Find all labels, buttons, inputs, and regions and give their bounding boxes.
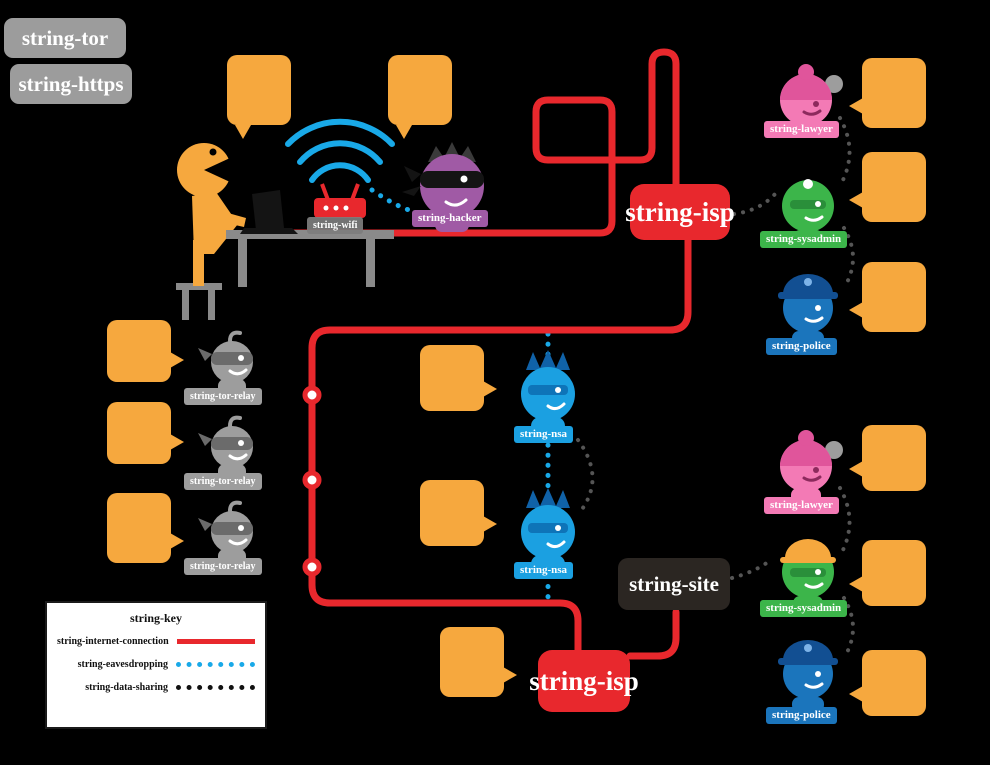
callout-tor-relay-1 [107,320,184,382]
police-bottom-label: string-police [766,707,837,724]
isp-bottom-label: string-isp [529,665,639,696]
callout-lawyer-top [849,58,926,128]
police-top-label: string-police [766,338,837,355]
legend-box: string-key string-internet-connection st… [45,601,267,729]
lawyer-bottom-label: string-lawyer [764,497,839,514]
lawyer-top-label: string-lawyer [764,121,839,138]
legend-row-data-sharing: string-data-sharing [57,682,255,693]
callout-sysadmin-bottom [849,540,926,606]
data-sharing-line [838,486,852,554]
isp-node-bottom[interactable]: string-isp [529,650,639,712]
https-toggle-button[interactable]: string-https [10,64,132,104]
callout-nsa-bottom [420,480,497,546]
tor-relay-3-label: string-tor-relay [184,558,262,575]
legend-row-eavesdropping: string-eavesdropping [57,659,255,670]
site-label: string-site [629,571,719,596]
data-sharing-line-sample [175,685,255,690]
tor-toggle-button[interactable]: string-tor [4,18,126,58]
legend-data-sharing-label: string-data-sharing [85,682,168,693]
legend-eavesdropping-label: string-eavesdropping [77,659,168,670]
eavesdropping-line [369,187,419,215]
callout-user [227,55,291,139]
isp-node-top[interactable]: string-isp [625,184,735,240]
tor-relay-node [302,557,322,577]
tor-relay-figure[interactable] [196,500,255,568]
callout-sysadmin-top [849,152,926,222]
data-sharing-line [838,116,852,184]
callout-lawyer-bottom [849,425,926,491]
tor-relay-1-label: string-tor-relay [184,388,262,405]
sysadmin-top-label: string-sysadmin [760,231,848,248]
isp-top-label: string-isp [625,196,735,227]
site-node[interactable]: string-site [618,558,730,610]
tor-relay-2-label: string-tor-relay [184,473,262,490]
callout-police-top [849,262,926,332]
police-figure[interactable] [776,638,840,714]
callout-nsa-top [420,345,497,411]
user-figure[interactable] [176,143,394,320]
hacker-label: string-hacker [412,210,488,227]
legend-row-internet: string-internet-connection [57,636,255,647]
callout-tor-relay-2 [107,402,184,464]
eavesdropping-line-sample [175,662,255,667]
wifi-router-icon[interactable] [314,183,366,218]
callout-police-bottom [849,650,926,716]
police-figure[interactable] [776,272,840,348]
internet-connection-line [308,236,692,659]
tor-relay-figure[interactable] [196,415,255,483]
sysadmin-bottom-label: string-sysadmin [760,600,848,617]
data-sharing-line [576,438,595,514]
lawyer-figure[interactable] [778,428,845,506]
legend-title: string-key [130,611,182,625]
wifi-signal-icon [285,118,395,183]
wifi-label: string-wifi [307,217,364,234]
internet-connection-line-sample [176,639,255,644]
callout-isp-bottom [440,627,517,697]
tor-relay-node [302,470,322,490]
nsa-bottom-label: string-nsa [514,562,574,579]
callout-tor-relay-3 [107,493,184,563]
data-sharing-line [732,186,782,216]
desk [226,230,394,239]
internet-connection-line [626,608,680,660]
nsa-top-label: string-nsa [514,426,574,443]
callout-hacker [388,55,452,139]
data-sharing-line [730,560,770,580]
tor-relay-figure[interactable] [196,330,255,398]
internet-connection-line [254,48,680,237]
legend-internet-label: string-internet-connection [57,636,169,647]
tor-relay-node [302,385,322,405]
laptop-icon [252,190,284,230]
